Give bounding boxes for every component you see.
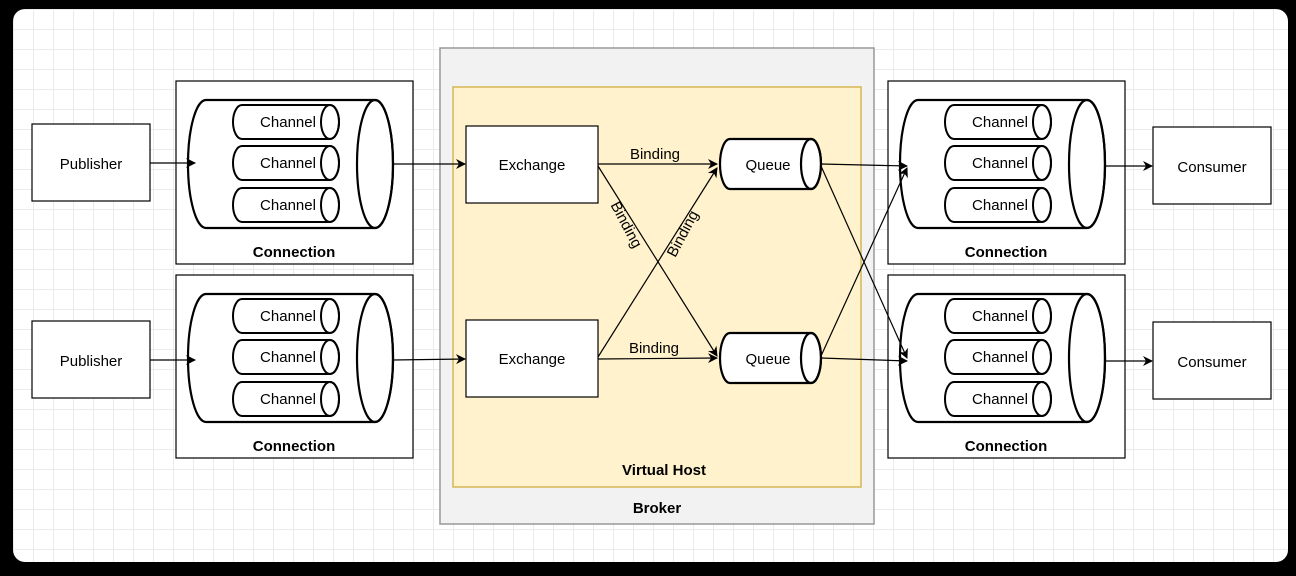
edge-conn2-ex2: [392, 354, 466, 365]
channel[interactable]: Channel: [944, 298, 1052, 334]
broker-label: Broker: [633, 500, 682, 517]
channel-cylinder-cap: [1032, 145, 1052, 181]
consumer-2-label: Consumer: [1177, 354, 1246, 371]
edges: [150, 158, 1153, 366]
connection-label: Connection: [965, 244, 1048, 261]
channel-label: Channel: [260, 197, 316, 214]
channel-label: Channel: [972, 308, 1028, 325]
consumer-2-box[interactable]: [1152, 321, 1272, 400]
channel-cylinder-cap: [320, 339, 340, 375]
channel[interactable]: Channel: [944, 339, 1052, 375]
connection-cylinder-cap: [1067, 292, 1107, 424]
channel[interactable]: Channel: [944, 145, 1052, 181]
connection-cylinder-cap: [1067, 98, 1107, 230]
channel[interactable]: Channel: [232, 187, 340, 223]
edge-q1-conn3: [820, 160, 908, 171]
channel-label: Channel: [260, 391, 316, 408]
channel[interactable]: Channel: [232, 104, 340, 140]
queue-2[interactable]: [718, 331, 823, 385]
channel-cylinder-cap: [1032, 381, 1052, 417]
edge-ex2-q1: [597, 167, 718, 358]
channel-label: Channel: [260, 308, 316, 325]
exchange-2-label: Exchange: [499, 351, 566, 368]
publisher-1-label: Publisher: [60, 156, 123, 173]
connection-cylinder-cap: [355, 292, 395, 424]
channel[interactable]: Channel: [232, 145, 340, 181]
channel-label: Channel: [260, 349, 316, 366]
exchange-1-box[interactable]: [465, 125, 599, 204]
queue-1-label: Queue: [745, 157, 790, 174]
channel-cylinder-cap: [320, 104, 340, 140]
queue-2-label: Queue: [745, 351, 790, 368]
channel-cylinder-cap: [320, 187, 340, 223]
channel-cylinder-cap: [320, 381, 340, 417]
channel-label: Channel: [972, 155, 1028, 172]
binding-label-4: Binding: [629, 340, 679, 357]
channel[interactable]: Channel: [232, 339, 340, 375]
channel-cylinder-cap: [1032, 298, 1052, 334]
channel-label: Channel: [972, 391, 1028, 408]
consumer-1-box[interactable]: [1152, 126, 1272, 205]
channel[interactable]: Channel: [944, 187, 1052, 223]
channel-cylinder-cap: [1032, 187, 1052, 223]
connection-label: Connection: [253, 244, 336, 261]
publisher-2-label: Publisher: [60, 353, 123, 370]
exchange-1-label: Exchange: [499, 157, 566, 174]
edge-q2-conn3: [820, 167, 908, 357]
channel-cylinder-cap: [320, 298, 340, 334]
connection-label: Connection: [253, 438, 336, 455]
exchange-2-box[interactable]: [465, 319, 599, 398]
channel-label: Channel: [260, 155, 316, 172]
channel[interactable]: Channel: [232, 381, 340, 417]
publisher-2-box[interactable]: [31, 320, 151, 399]
connection-label: Connection: [965, 438, 1048, 455]
queue-1[interactable]: [718, 137, 823, 191]
channel-label: Channel: [972, 114, 1028, 131]
consumer-1-label: Consumer: [1177, 159, 1246, 176]
channel-label: Channel: [972, 349, 1028, 366]
virtual-host-label: Virtual Host: [622, 462, 706, 479]
channel[interactable]: Channel: [944, 381, 1052, 417]
channel-cylinder-cap: [320, 145, 340, 181]
channel[interactable]: Channel: [944, 104, 1052, 140]
channel-label: Channel: [260, 114, 316, 131]
edge-q2-conn4: [820, 355, 908, 366]
channel[interactable]: Channel: [232, 298, 340, 334]
channel-label: Channel: [972, 197, 1028, 214]
channel-cylinder-cap: [1032, 339, 1052, 375]
edge-ex2-q2: [597, 353, 718, 364]
edge-ex1-q2: [597, 165, 718, 357]
channel-cylinder-cap: [1032, 104, 1052, 140]
binding-label-1: Binding: [630, 146, 680, 163]
